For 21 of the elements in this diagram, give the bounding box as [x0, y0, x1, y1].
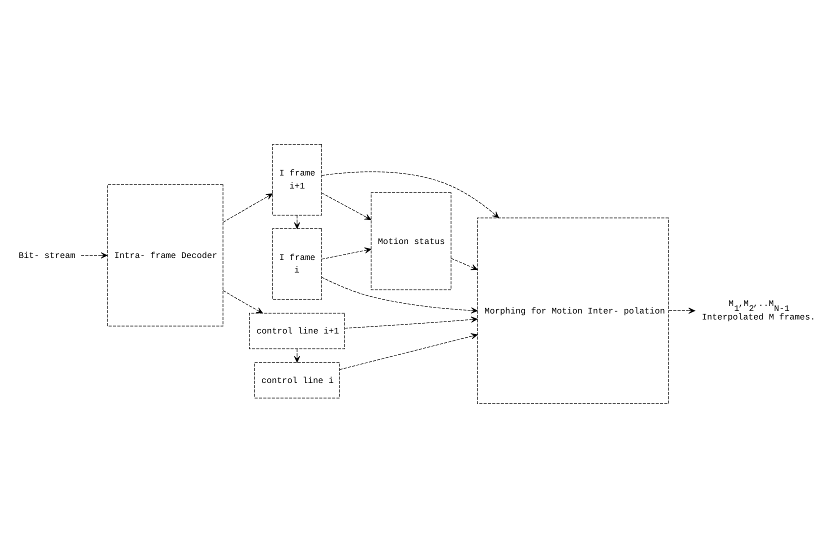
node-box: Morphing for Motion Inter- polation	[477, 218, 669, 404]
node-box: control line i	[254, 362, 340, 398]
arrow	[322, 192, 372, 220]
node-box: I frame i	[272, 228, 322, 300]
arrow	[222, 290, 263, 314]
arrow	[339, 333, 478, 370]
node-text: Bit- stream	[18, 250, 76, 261]
arrow	[450, 258, 478, 270]
node-box: control line i+1	[249, 312, 345, 350]
arrow	[321, 171, 500, 218]
arrow	[222, 193, 273, 223]
arrow	[344, 316, 478, 329]
arrow	[294, 348, 300, 363]
node-box: Motion status	[370, 192, 452, 290]
arrow	[668, 308, 696, 314]
node-box: Intra- frame Decoder	[107, 184, 224, 326]
node-box: I frame i+1	[272, 144, 322, 216]
arrow	[322, 247, 372, 260]
arrow	[80, 252, 108, 258]
arrow	[294, 214, 300, 229]
arrow	[321, 276, 478, 314]
